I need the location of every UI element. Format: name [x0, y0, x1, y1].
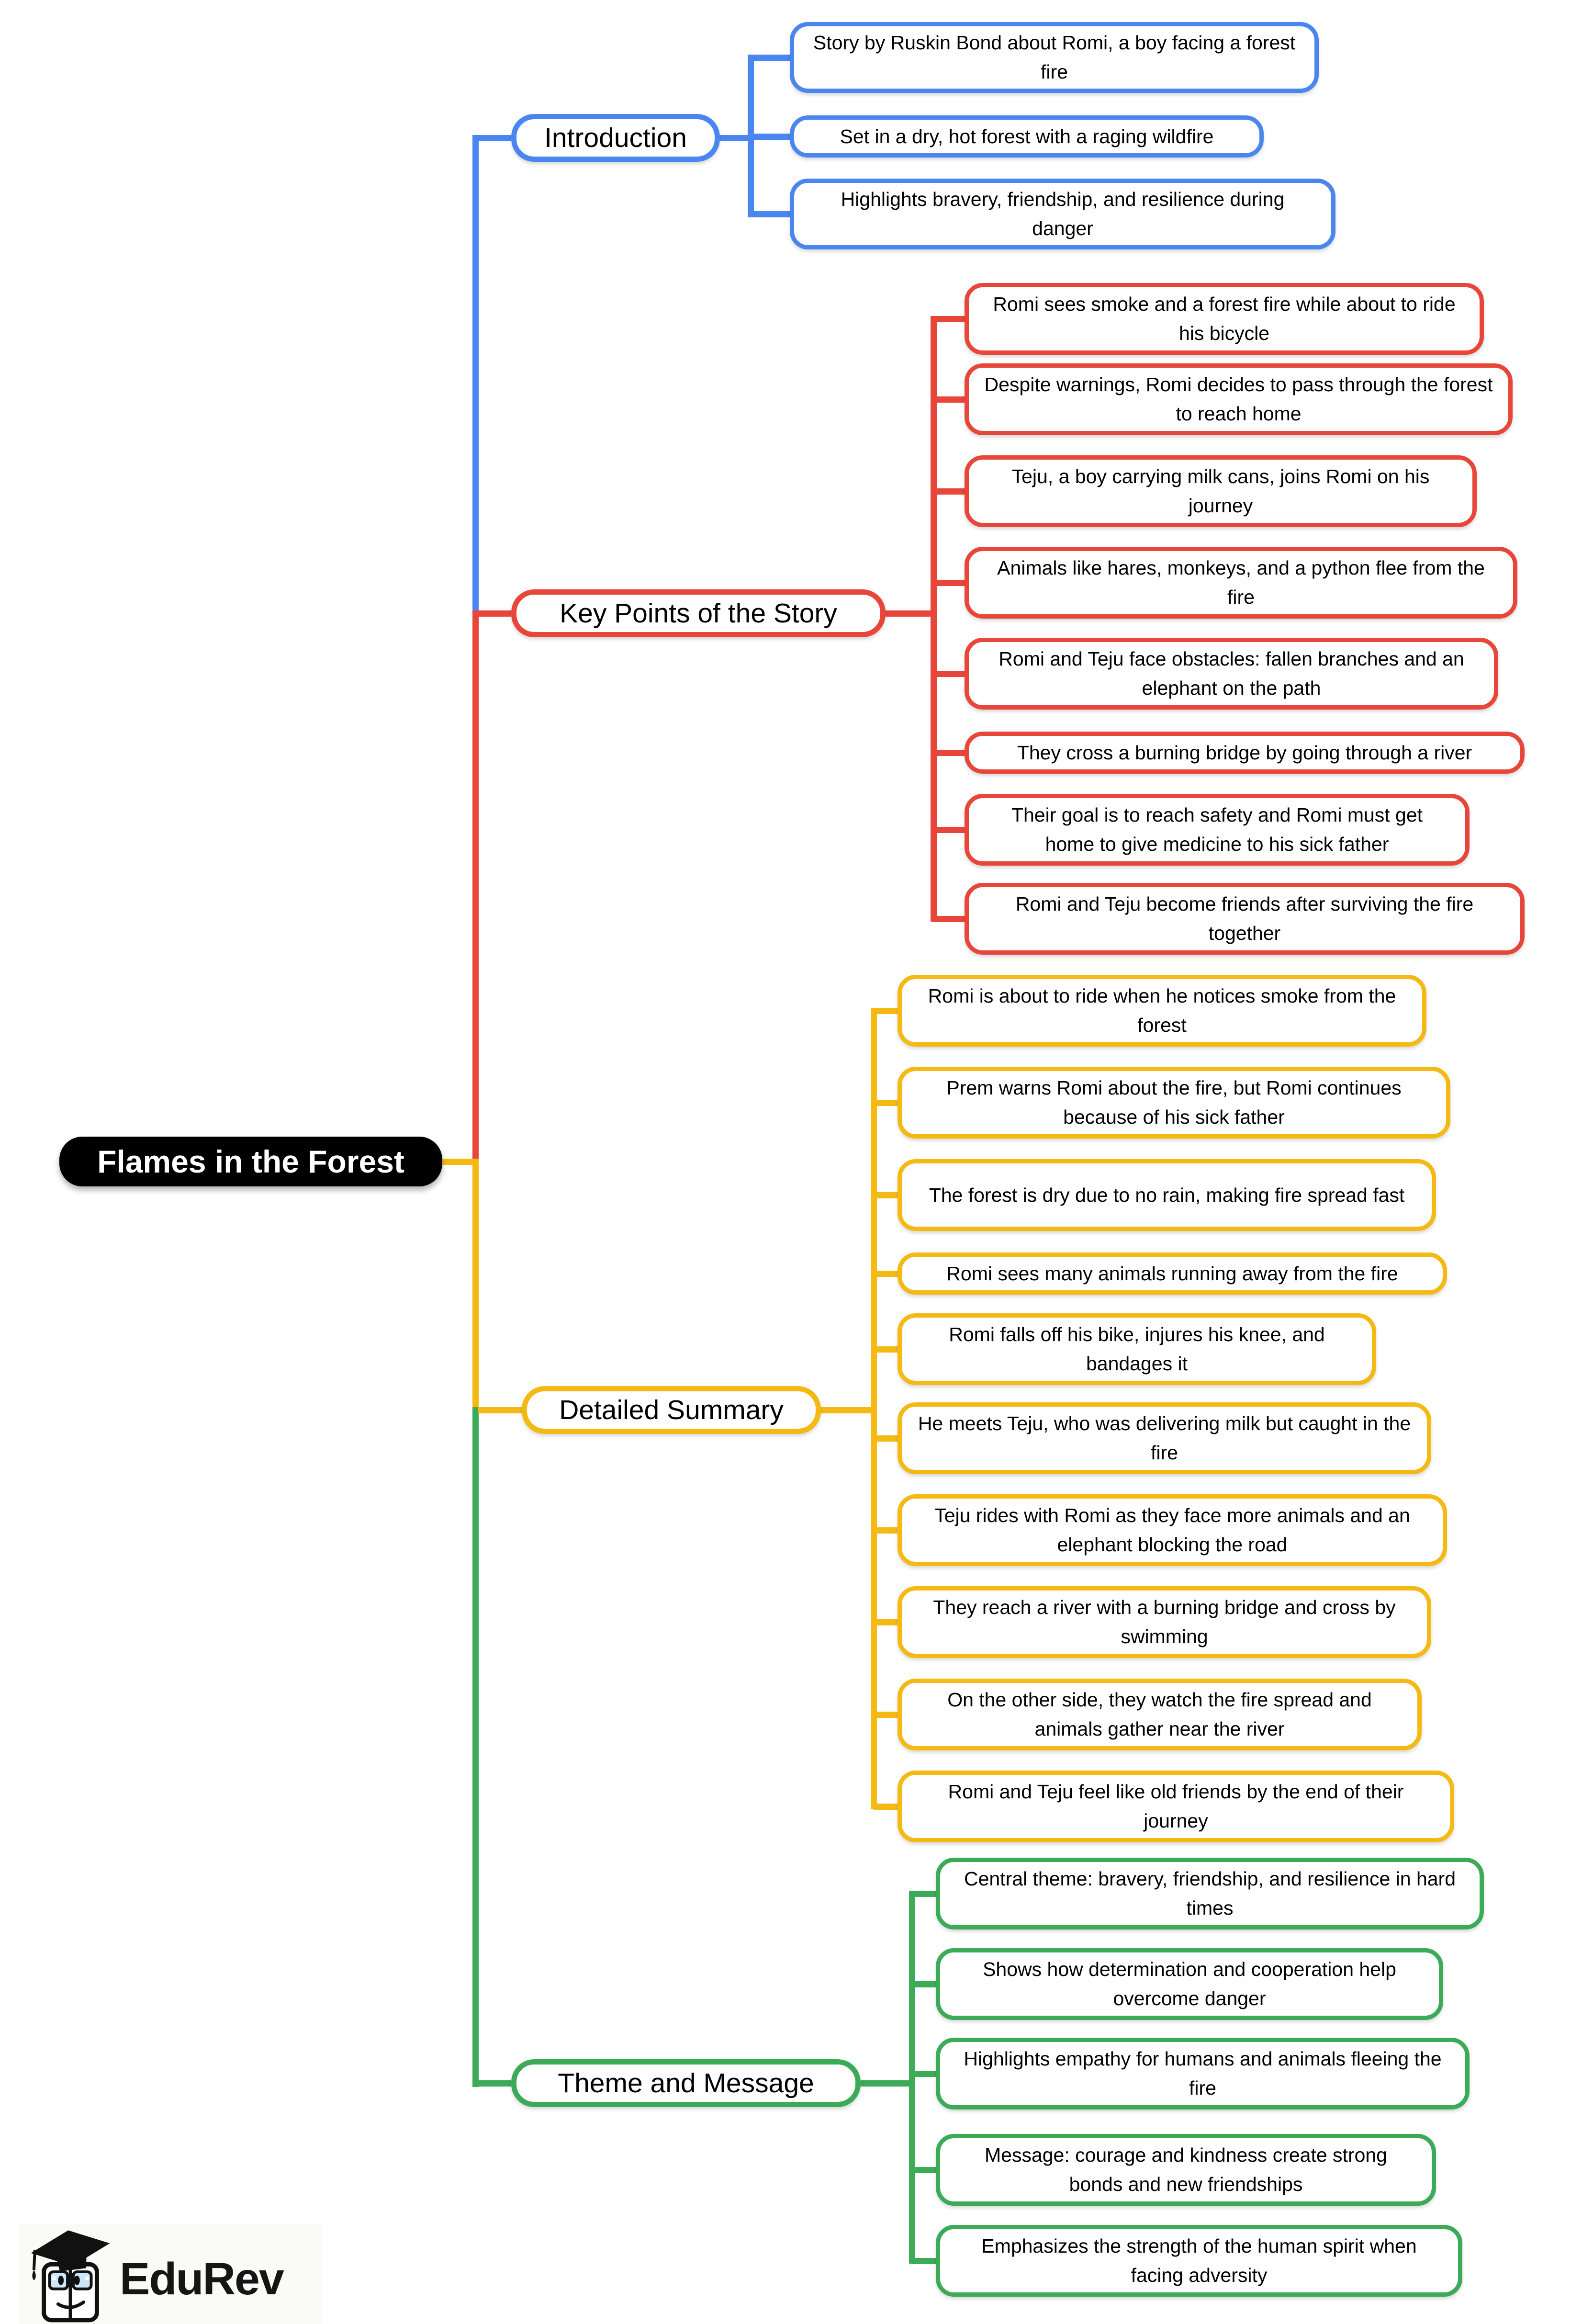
child-stub: [933, 827, 965, 833]
child-stub: [933, 580, 965, 586]
connector-trunk-detailed-summary: [472, 1159, 479, 1413]
mindmap-node: Romi and Teju feel like old friends by t…: [898, 1771, 1454, 1842]
child-stub: [933, 396, 965, 403]
child-stub: [933, 671, 965, 677]
connector-label-stub-introduction: [478, 135, 511, 141]
connector-trunk-key-points: [472, 610, 479, 1166]
child-stub: [874, 1008, 898, 1014]
mindmap-node: Central theme: bravery, friendship, and …: [936, 1858, 1484, 1929]
child-stub: [874, 1192, 898, 1198]
mindmap-node: On the other side, they watch the fire s…: [898, 1679, 1422, 1750]
child-stub: [912, 1891, 936, 1897]
child-trunk-key-points: [931, 316, 937, 922]
child-stub: [912, 2167, 936, 2173]
child-stub: [874, 1804, 898, 1810]
mindmap-node: Emphasizes the strength of the human spi…: [936, 2225, 1462, 2297]
child-stub: [751, 55, 790, 61]
child-stub: [874, 1527, 898, 1534]
mindmap-node: Highlights bravery, friendship, and resi…: [790, 179, 1335, 249]
child-stub: [874, 1346, 898, 1353]
branch-label-detailed-summary: Detailed Summary: [522, 1386, 821, 1434]
child-stub: [912, 2258, 936, 2264]
child-trunk-detailed-summary: [871, 1008, 877, 1809]
connector-children-stub-detailed-summary: [821, 1407, 877, 1413]
edurev-logo-text: EduRev: [120, 2253, 284, 2304]
root-topic: Flames in the Forest: [59, 1137, 442, 1186]
mindmap-node: Their goal is to reach safety and Romi m…: [965, 794, 1470, 866]
connector-trunk-theme: [472, 1407, 479, 2087]
connector-root-stub: [441, 1159, 479, 1165]
mindmap-node: Story by Ruskin Bond about Romi, a boy f…: [790, 22, 1319, 93]
child-stub: [874, 1712, 898, 1718]
mindmap-node: Romi and Teju become friends after survi…: [965, 883, 1525, 955]
mindmap-node: Message: courage and kindness create str…: [936, 2134, 1436, 2206]
child-stub: [912, 1981, 936, 1987]
mindmap-node: Romi is about to ride when he notices sm…: [898, 975, 1426, 1047]
mindmap-node: He meets Teju, who was delivering milk b…: [898, 1402, 1431, 1474]
connector-children-stub-introduction: [720, 135, 754, 141]
child-stub: [933, 750, 965, 756]
child-stub: [933, 316, 965, 322]
mindmap-node: Romi sees many animals running away from…: [898, 1252, 1447, 1295]
mindmap-node: Teju, a boy carrying milk cans, joins Ro…: [965, 455, 1477, 527]
child-stub: [751, 211, 790, 217]
branch-label-introduction: Introduction: [511, 114, 720, 162]
mindmap-node: Shows how determination and cooperation …: [936, 1948, 1443, 2020]
connector-label-stub-detailed-summary: [478, 1407, 522, 1413]
mindmap-node: Animals like hares, monkeys, and a pytho…: [965, 547, 1517, 619]
mindmap-node: They reach a river with a burning bridge…: [898, 1586, 1431, 1658]
child-stub: [874, 1435, 898, 1442]
connector-trunk-introduction: [472, 135, 479, 613]
edurev-logo-icon: [31, 2230, 110, 2323]
mindmap-node: Prem warns Romi about the fire, but Romi…: [898, 1067, 1450, 1139]
mindmap-node: The forest is dry due to no rain, making…: [898, 1159, 1436, 1231]
child-stub: [874, 1271, 898, 1277]
mindmap-node: They cross a burning bridge by going thr…: [965, 732, 1525, 774]
mindmap-node: Romi sees smoke and a forest fire while …: [965, 283, 1484, 355]
mindmap-node: Highlights empathy for humans and animal…: [936, 2038, 1470, 2110]
connector-children-stub-theme: [861, 2080, 915, 2087]
mindmap-node: Romi and Teju face obstacles: fallen bra…: [965, 638, 1498, 710]
branch-label-theme: Theme and Message: [511, 2059, 861, 2107]
connector-children-stub-key-points: [886, 610, 937, 617]
connector-label-stub-key-points: [478, 610, 511, 617]
connector-label-stub-theme: [478, 2080, 511, 2087]
child-stub: [912, 2071, 936, 2077]
mindmap-node: Romi falls off his bike, injures his kne…: [898, 1313, 1376, 1385]
child-stub: [874, 1100, 898, 1106]
mindmap-node: Set in a dry, hot forest with a raging w…: [790, 115, 1264, 158]
mindmap-node: Teju rides with Romi as they face more a…: [898, 1494, 1447, 1566]
child-stub: [751, 134, 790, 140]
child-trunk-theme: [909, 1891, 915, 2264]
child-stub: [933, 916, 965, 922]
mindmap-node: Despite warnings, Romi decides to pass t…: [965, 363, 1513, 435]
child-stub: [874, 1619, 898, 1625]
branch-label-key-points: Key Points of the Story: [511, 589, 886, 637]
child-stub: [933, 488, 965, 495]
